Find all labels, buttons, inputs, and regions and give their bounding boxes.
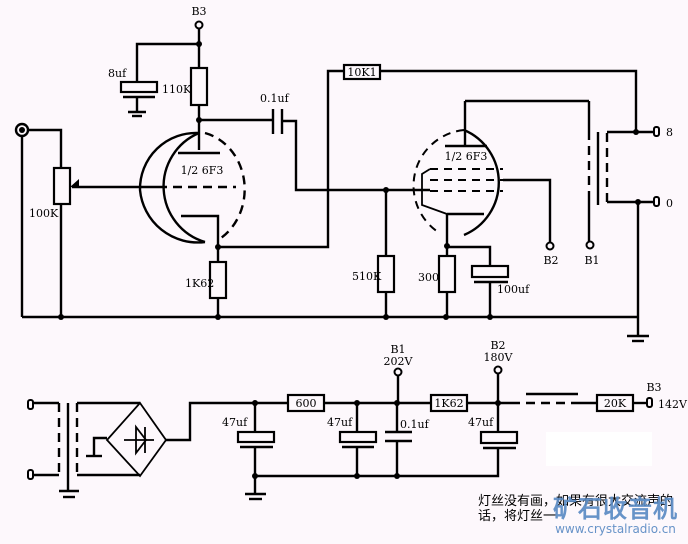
ps-cap-47uf-3: 47uf: [255, 400, 519, 478]
ps-cap-1-label: 47uf: [222, 416, 248, 429]
b3-terminal: [194, 20, 204, 30]
resistor-510k-label: 510K: [352, 270, 382, 283]
output-transformer: B1 8 0: [584, 101, 673, 267]
b3-voltage: 142V: [658, 398, 688, 411]
b3-supply-label: B3: [646, 381, 661, 394]
tube-v2-label: 1/2 6F3: [445, 150, 488, 163]
power-transformer: [27, 399, 140, 499]
tube-v1-label: 1/2 6F3: [181, 164, 224, 177]
ps-cap-3-label: 0.1uf: [400, 418, 430, 431]
b3-supply-chain: 20K B3 142V: [498, 381, 688, 413]
output-8-label: 8: [666, 126, 673, 139]
ps-cap-47uf-1: 47uf: [222, 400, 276, 501]
resistor-300-cathode: 300: [418, 243, 457, 317]
bridge-rectifier: [86, 401, 255, 478]
input-jack: [14, 122, 63, 317]
potentiometer-100k: 100K: [29, 166, 158, 317]
b1-amp-label: B1: [584, 254, 599, 267]
note-line-2: 话，将灯丝一: [478, 509, 557, 524]
resistor-1k62-supply: 1K62: [429, 393, 469, 413]
resistor-110k: 110K: [162, 66, 209, 150]
resistor-10k1-label: 10K1: [347, 66, 376, 79]
resistor-1k62-supply-label: 1K62: [434, 397, 463, 410]
b2-amp-label: B2: [543, 254, 558, 267]
b1-supply-label: B1: [390, 343, 405, 356]
cap-8uf-label: 8uf: [108, 67, 127, 80]
ground-bus: [22, 202, 649, 343]
b2-supply-label: B2: [490, 339, 505, 352]
resistor-600-label: 600: [296, 397, 317, 410]
b2-supply: B2 180V: [484, 339, 514, 403]
watermark-title: 矿石收音机: [553, 495, 678, 523]
cap-0-1uf-coupling: 0.1uf: [199, 92, 386, 192]
resistor-110k-label: 110K: [162, 83, 192, 96]
resistor-300-label: 300: [418, 271, 439, 284]
cap-0-1uf-label: 0.1uf: [260, 92, 290, 105]
cap-100uf-label: 100uf: [497, 283, 530, 296]
b2-voltage: 180V: [484, 351, 514, 364]
watermark-url: www.crystalradio.cn: [555, 522, 676, 536]
watermark: 矿石收音机 www.crystalradio.cn: [553, 496, 678, 536]
filament-note: 灯丝没有画，如果有很大交流声的 话，将灯丝一: [478, 494, 673, 524]
cap-100uf-bypass: 100uf: [447, 245, 530, 317]
potentiometer-100k-label: 100K: [29, 207, 59, 220]
output-0-label: 0: [666, 197, 673, 210]
ps-cap-47uf-2: 47uf: [327, 400, 378, 479]
tube-v2-pentode: 1/2 6F3 B2: [412, 99, 589, 267]
resistor-1k62-cathode: 1K62: [185, 69, 344, 317]
resistor-600: 600: [255, 393, 497, 413]
ps-cap-3b-label: 47uf: [468, 416, 494, 429]
b3-top-supply: B3: [191, 5, 207, 68]
ps-cap-2-label: 47uf: [327, 416, 353, 429]
resistor-1k62-label: 1K62: [185, 277, 214, 290]
resistor-20k-label: 20K: [604, 397, 627, 410]
note-line-1: 灯丝没有画，如果有很大交流声的: [478, 494, 674, 509]
b1-supply: B1 202V: [384, 343, 414, 403]
tube-v1-triode: 1/2 6F3: [138, 131, 246, 246]
ps-cap-0-1uf: 0.1uf: [385, 400, 430, 479]
b1-voltage: 202V: [384, 355, 414, 368]
resistor-10k1-feedback: 10K1: [342, 63, 638, 131]
blank-patch: [546, 432, 652, 466]
resistor-510k: 510K: [352, 187, 430, 317]
cap-8uf: 8uf: [108, 42, 199, 118]
b3-top-label: B3: [191, 5, 206, 18]
